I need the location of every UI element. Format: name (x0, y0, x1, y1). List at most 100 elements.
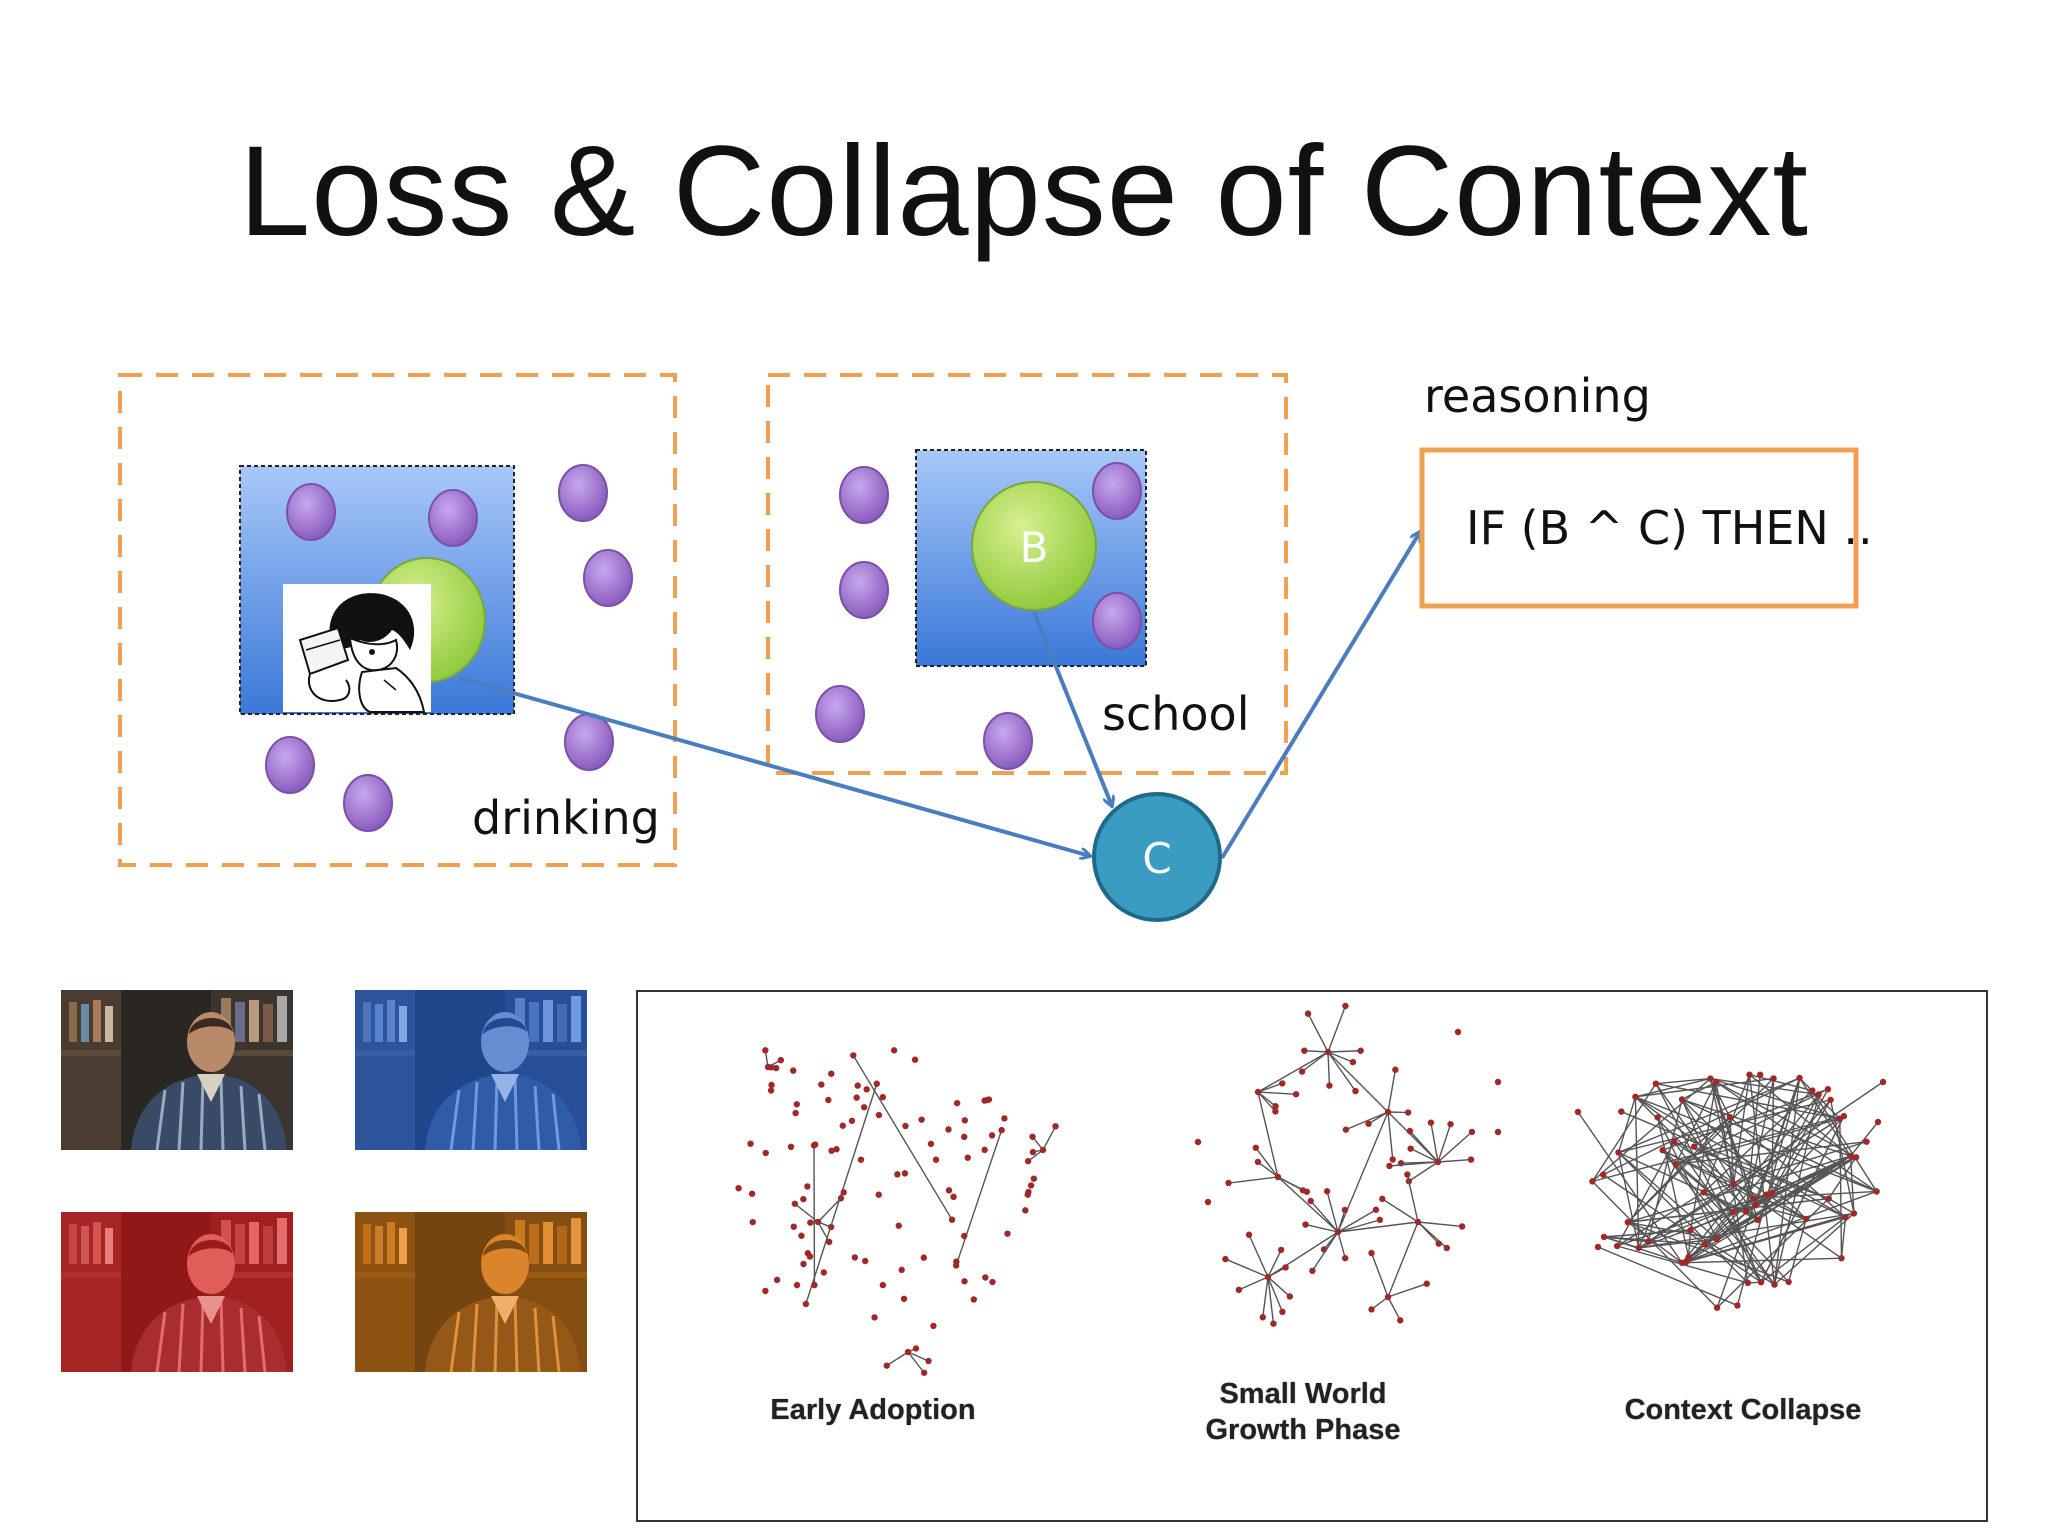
network-node (1298, 1068, 1306, 1075)
network-node (1632, 1093, 1639, 1101)
network-node (1750, 1195, 1757, 1202)
network-node (1682, 1258, 1690, 1266)
network-node (1039, 1146, 1047, 1154)
network-node (1307, 1197, 1314, 1205)
network-node (1613, 1242, 1621, 1250)
network-node (964, 1154, 971, 1161)
network-node (1423, 1280, 1430, 1287)
network-node (981, 1146, 988, 1154)
network-node (854, 1082, 861, 1089)
network-edge (1337, 1209, 1377, 1233)
network-node (1341, 1206, 1349, 1214)
network-edge (1657, 1117, 1718, 1240)
network-node (945, 1187, 953, 1194)
network-edge (1757, 1099, 1832, 1221)
network-node (901, 1170, 909, 1177)
network-node (825, 1096, 832, 1104)
network-edge (1311, 1231, 1339, 1272)
network-node (879, 1281, 887, 1289)
network-node (1768, 1189, 1776, 1197)
network-edge (1638, 1115, 1845, 1249)
network-edge (1577, 1111, 1683, 1264)
network-node (1744, 1279, 1752, 1287)
network-edge (1248, 1234, 1269, 1278)
network-node (961, 1117, 969, 1124)
network-node (1022, 1207, 1029, 1214)
network-node (1589, 1178, 1596, 1185)
network-edge (1387, 1221, 1419, 1298)
network-node (764, 1063, 772, 1071)
network-node (1574, 1108, 1582, 1116)
network-edge (1771, 1078, 1775, 1193)
network-node (1435, 1240, 1442, 1247)
network-node (762, 1047, 769, 1054)
network-node (1277, 1246, 1285, 1254)
network-node (1323, 1188, 1331, 1195)
network-edge (1681, 1099, 1735, 1185)
network-node (1334, 1228, 1342, 1236)
network-node (1678, 1096, 1686, 1103)
network-node (1468, 1128, 1476, 1136)
network-edge (1627, 1116, 1731, 1223)
network-node (1785, 1278, 1792, 1286)
network-node (1713, 1235, 1720, 1243)
network-node (1685, 1253, 1692, 1261)
network-node (767, 1087, 775, 1094)
network-node (1282, 1264, 1289, 1271)
network-node (1702, 1241, 1709, 1248)
network-edge (1257, 1091, 1279, 1178)
network-node (1406, 1127, 1414, 1135)
network-edge (1716, 1077, 1801, 1308)
network-edge (1337, 1209, 1346, 1233)
network-edge (1257, 1091, 1297, 1095)
network-edge (1674, 1141, 1829, 1200)
network-edge (1327, 1050, 1361, 1053)
network-node (792, 1109, 799, 1117)
network-node (1235, 1286, 1243, 1294)
network-edge (1277, 1176, 1339, 1233)
network-node (904, 1348, 912, 1356)
photo-wash-overlay (61, 1212, 293, 1372)
network-edge (1305, 1223, 1339, 1233)
network-node (1384, 1108, 1392, 1116)
network-edge (1840, 1217, 1847, 1259)
network-node (1730, 1180, 1737, 1187)
network-node (1029, 1133, 1036, 1140)
small-node (1092, 592, 1142, 650)
network-node (1618, 1108, 1625, 1115)
network-edge (1410, 1148, 1439, 1163)
network-edge (1616, 1191, 1704, 1247)
network-node (807, 1219, 814, 1226)
small-node (983, 712, 1033, 770)
small-node (839, 466, 889, 524)
network-node (1458, 1223, 1466, 1230)
network-node (1392, 1066, 1399, 1073)
drinking-context-box (118, 373, 677, 867)
network-node (1349, 1058, 1357, 1066)
network-edge (1849, 1121, 1879, 1157)
network-edge (1715, 1081, 1857, 1158)
network-node (912, 1345, 920, 1352)
network-edge (1257, 1091, 1276, 1112)
network-edge (1371, 1296, 1389, 1310)
network-node (918, 1116, 925, 1123)
network-edge (1616, 1141, 1675, 1247)
network-node (800, 1260, 807, 1268)
network-node (1671, 1138, 1678, 1145)
network-edge (1798, 1077, 1852, 1157)
network-node (1691, 1143, 1698, 1150)
network-node (793, 1281, 801, 1289)
network-edge (1757, 1088, 1829, 1221)
photo-wash-overlay (355, 1212, 587, 1372)
network-graphs (735, 1002, 1887, 1376)
context-diagram: B C IF (B ^ C) THEN .. drinking school r… (118, 369, 1873, 922)
network-edge (1326, 1191, 1339, 1233)
small-node (343, 774, 393, 832)
network-node (1029, 1148, 1037, 1156)
photo-tint-overlay (355, 990, 587, 1150)
network-node (1279, 1308, 1286, 1316)
network-node (927, 1140, 935, 1148)
network-node (1292, 1091, 1300, 1098)
network-node (1447, 1120, 1454, 1128)
network-edge (1387, 1111, 1394, 1160)
